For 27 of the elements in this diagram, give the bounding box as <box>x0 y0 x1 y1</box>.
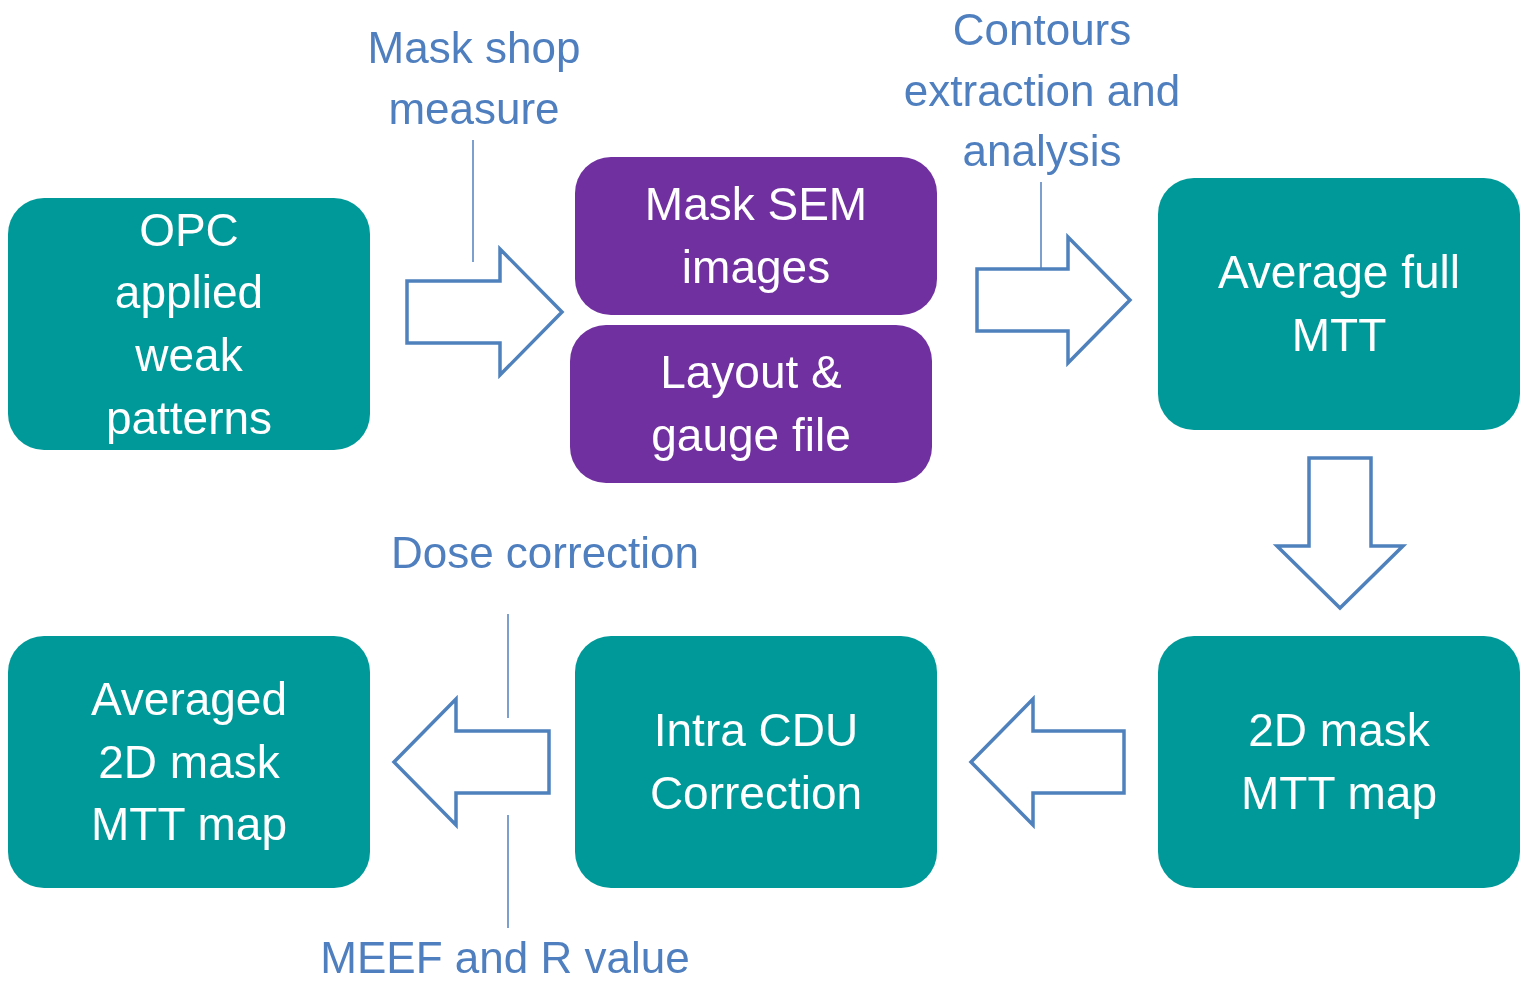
leader-line <box>507 814 509 929</box>
annotation-text: MEEF and R value <box>320 931 690 984</box>
process-box <box>575 157 937 315</box>
annotation-text: Dose correction <box>390 526 700 579</box>
process-box <box>575 636 937 888</box>
leader-line <box>472 139 474 263</box>
box-text: 2D mask MTT map <box>1240 703 1438 821</box>
box-text: Mask SEM images <box>643 177 869 295</box>
leader-line <box>507 613 509 719</box>
block-arrow <box>391 694 551 830</box>
annotation-text: Contours extraction and analysis <box>902 3 1182 178</box>
block-arrow <box>405 244 565 380</box>
process-box <box>8 198 370 450</box>
process-box <box>1158 636 1520 888</box>
box-text: Intra CDU Correction <box>648 703 864 821</box>
block-arrow <box>975 232 1133 368</box>
box-text: Average full MTT <box>1216 245 1462 363</box>
process-box <box>8 636 370 888</box>
box-text: OPC applied weak patterns <box>104 202 274 446</box>
leader-line <box>1040 181 1042 271</box>
annotation-text: Mask shop measure <box>366 22 582 135</box>
process-box <box>1158 178 1520 430</box>
block-arrow <box>1272 456 1408 611</box>
block-arrow <box>968 694 1126 830</box>
box-text: Layout & gauge file <box>650 345 852 463</box>
process-box <box>570 325 932 483</box>
box-text: Averaged 2D mask MTT map <box>89 672 289 853</box>
